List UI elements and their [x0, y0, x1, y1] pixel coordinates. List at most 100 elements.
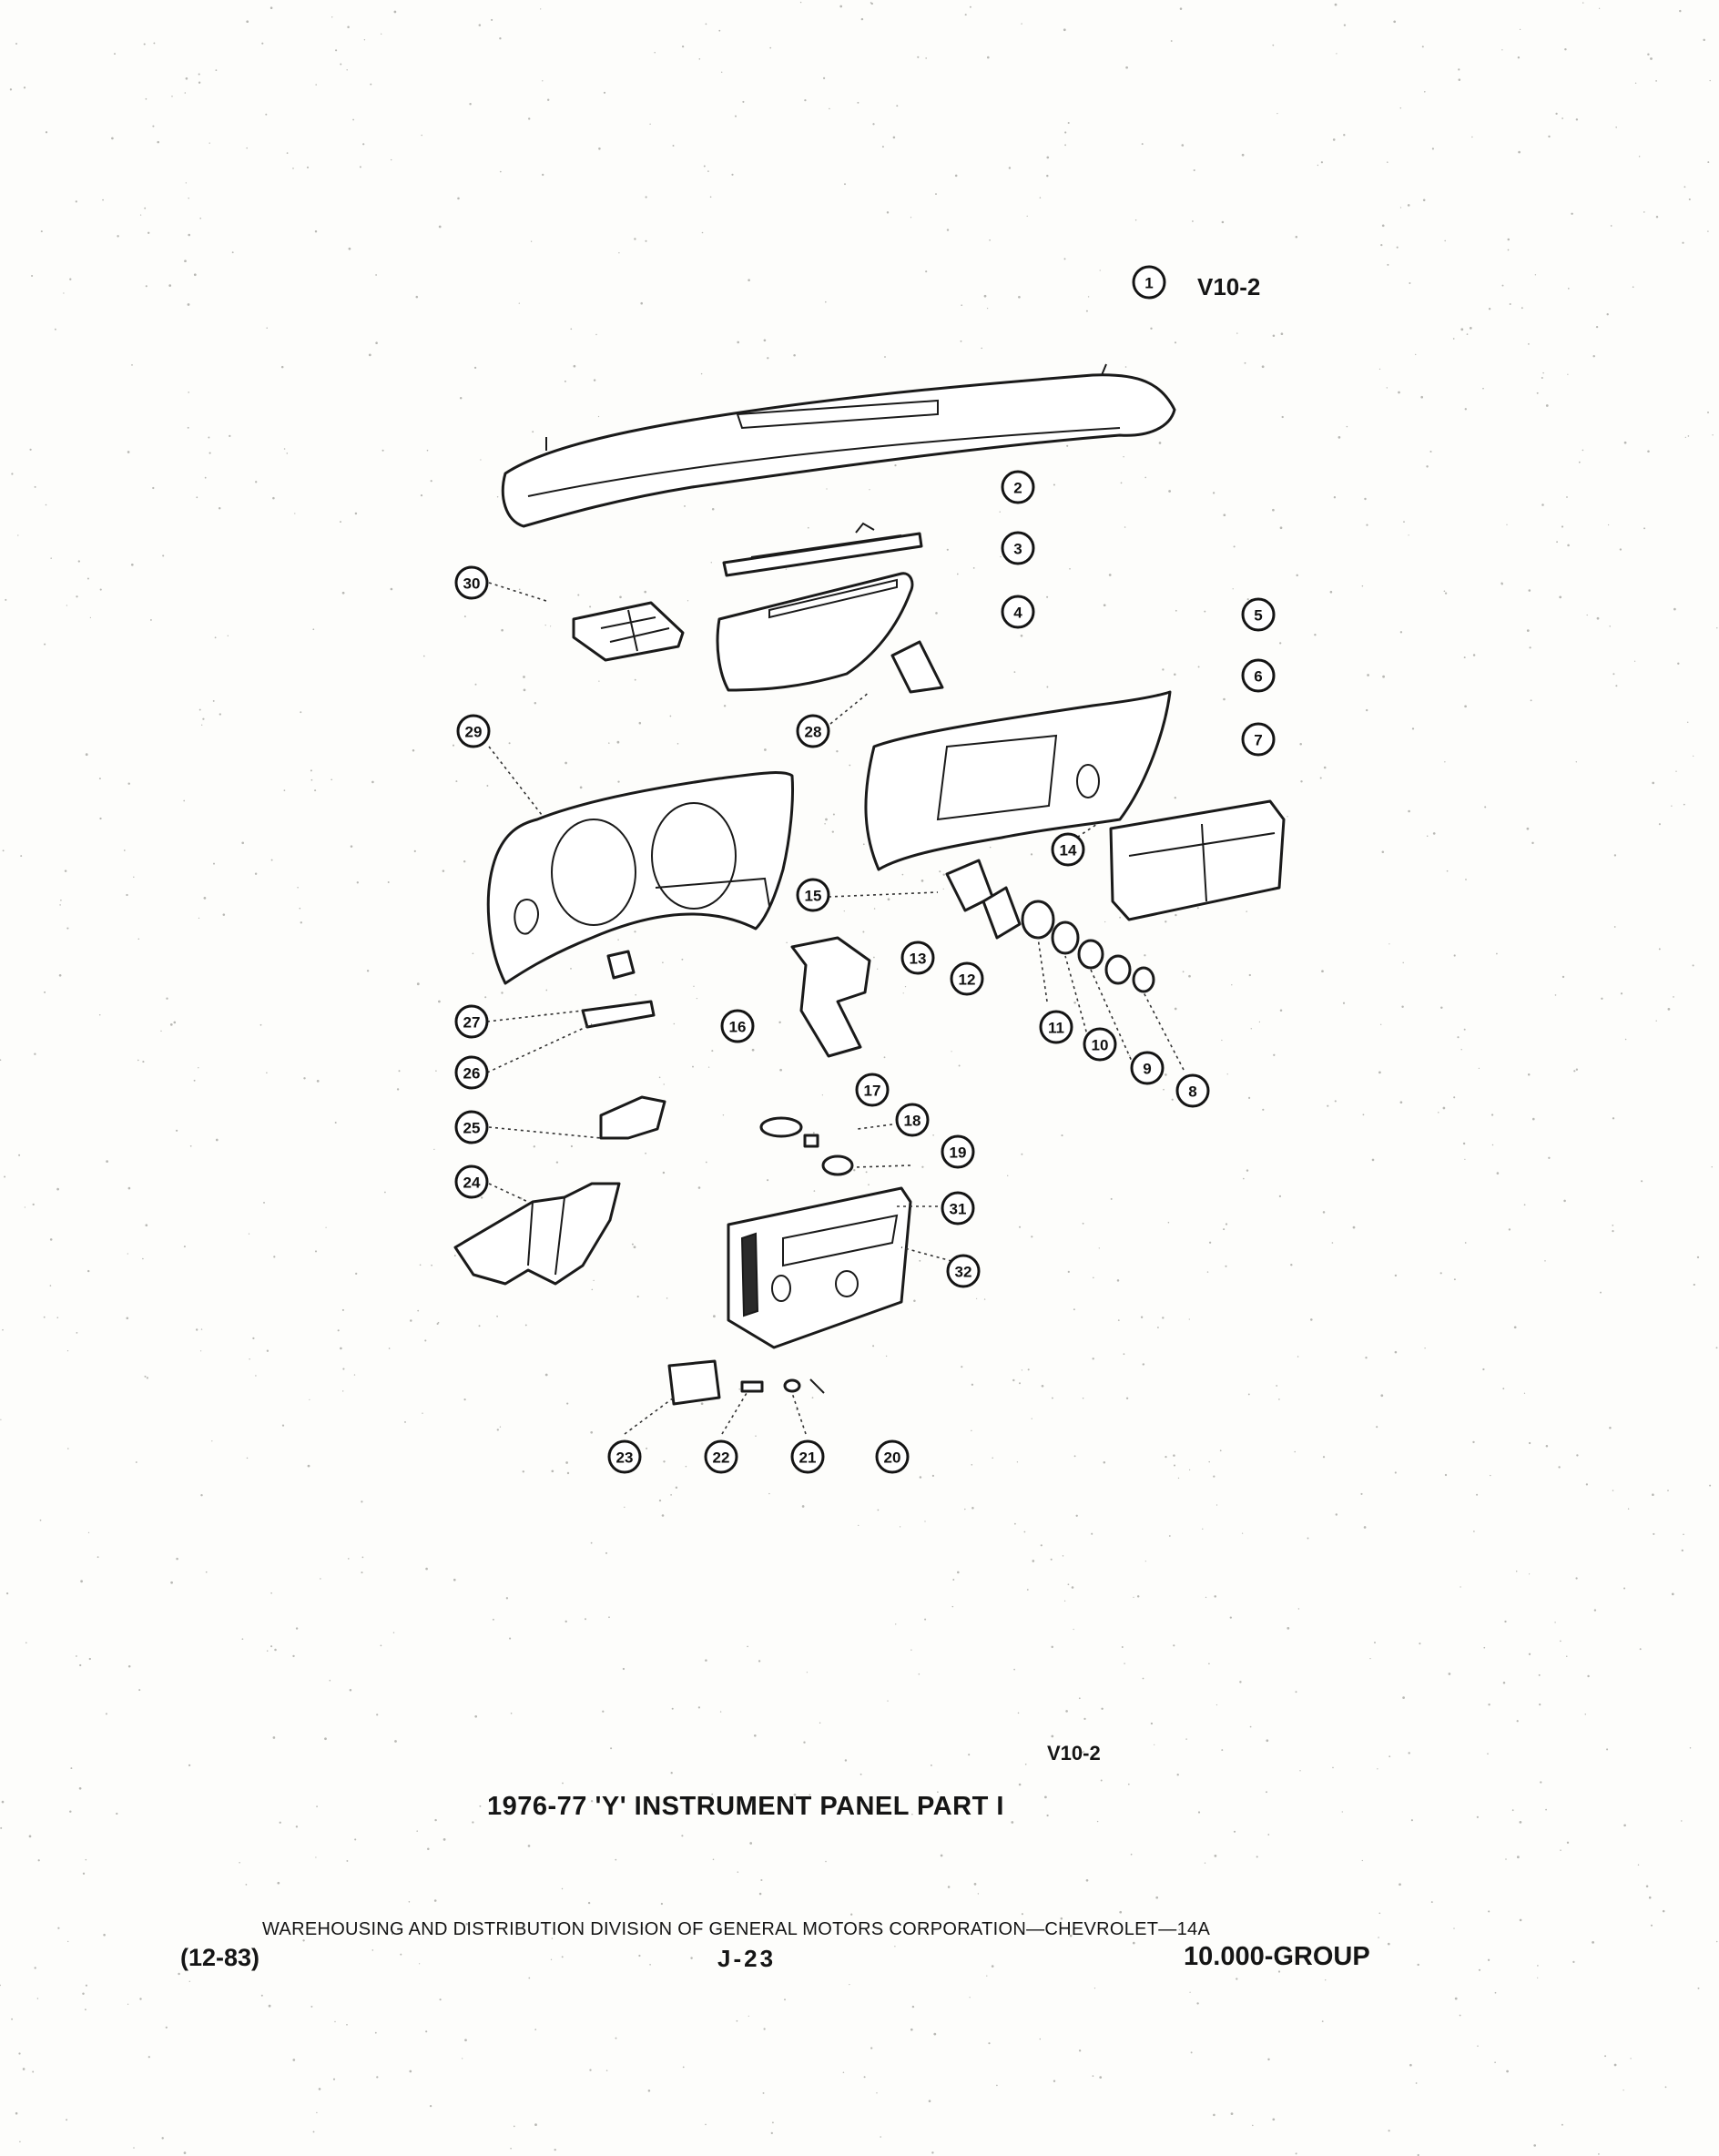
paper-speck — [887, 1700, 889, 1702]
paper-speck — [1267, 2058, 1270, 2061]
footer-date-code: (12-83) — [180, 1944, 260, 1971]
paper-speck — [1601, 997, 1603, 1000]
paper-speck — [1013, 1668, 1015, 1671]
paper-speck — [1453, 1927, 1455, 1929]
paper-speck — [1346, 425, 1348, 428]
paper-speck — [825, 300, 827, 303]
paper-speck — [1128, 1054, 1131, 1057]
paper-speck — [1064, 131, 1067, 134]
paper-speck — [1278, 1195, 1282, 1198]
paper-speck — [9, 88, 13, 91]
paper-speck — [1247, 1393, 1250, 1396]
paper-speck — [1208, 1241, 1212, 1244]
paper-speck — [508, 742, 511, 745]
paper-speck — [1039, 2038, 1042, 2040]
paper-speck — [523, 676, 525, 678]
paper-speck — [1369, 1657, 1371, 1660]
paper-speck — [1410, 1819, 1413, 1822]
paper-speck — [533, 1145, 535, 1148]
paper-speck — [1267, 1834, 1270, 1836]
paper-speck — [1711, 1166, 1713, 1168]
paper-speck — [1488, 1703, 1490, 1706]
paper-speck — [1021, 1153, 1023, 1155]
paper-speck — [44, 643, 46, 646]
paper-speck — [1667, 1008, 1671, 1011]
paper-speck — [1322, 1456, 1326, 1459]
footer-division-line: WAREHOUSING AND DISTRIBUTION DIVISION OF… — [262, 1919, 1211, 1939]
paper-speck — [1523, 1204, 1526, 1206]
paper-speck — [1527, 1073, 1531, 1076]
paper-speck — [913, 1299, 916, 1303]
paper-speck — [1297, 1608, 1300, 1610]
paper-speck — [58, 973, 62, 977]
paper-speck — [1679, 9, 1682, 13]
paper-speck — [472, 1821, 474, 1824]
paper-speck — [666, 1297, 668, 1299]
paper-speck — [1229, 1616, 1232, 1619]
paper-speck — [1246, 1169, 1249, 1172]
callout-2: 2 — [1001, 470, 1035, 504]
paper-speck — [703, 165, 706, 168]
paper-speck — [1439, 1272, 1442, 1275]
paper-speck — [292, 2059, 296, 2061]
paper-speck — [1019, 1382, 1021, 1385]
callout-15: 15 — [796, 878, 830, 912]
paper-speck — [270, 1645, 273, 1648]
paper-speck — [969, 1997, 971, 1998]
paper-speck — [453, 1578, 456, 1581]
paper-speck — [1011, 1821, 1014, 1824]
paper-speck — [1501, 284, 1504, 287]
paper-speck — [478, 24, 482, 26]
paper-speck — [178, 1972, 180, 1976]
paper-speck — [1039, 197, 1042, 198]
paper-speck — [1250, 1028, 1253, 1030]
paper-speck — [918, 1673, 921, 1675]
paper-speck — [697, 1706, 701, 1709]
paper-speck — [474, 683, 477, 686]
figure-reference-bottom: V10-2 — [1047, 1742, 1101, 1764]
paper-speck — [215, 69, 218, 72]
paper-speck — [76, 1332, 78, 1334]
paper-speck — [423, 655, 425, 657]
paper-speck — [1561, 2123, 1563, 2126]
paper-speck — [540, 8, 542, 10]
callout-label: 22 — [713, 1449, 730, 1467]
paper-speck — [374, 2031, 377, 2034]
paper-speck — [37, 1859, 40, 1862]
paper-speck — [139, 1998, 142, 2000]
paper-speck — [902, 992, 904, 994]
paper-speck — [1506, 524, 1508, 525]
paper-speck — [340, 63, 342, 66]
part-20-23-small-parts — [667, 1359, 825, 1406]
paper-speck — [1142, 1677, 1144, 1680]
callout-label: 11 — [1048, 1020, 1064, 1037]
part-24-reinforcement — [453, 1182, 621, 1286]
paper-speck — [302, 1939, 305, 1942]
paper-speck — [635, 993, 636, 996]
paper-speck — [79, 1663, 82, 1667]
paper-speck — [1430, 1901, 1433, 1904]
callout-circle — [941, 1134, 975, 1169]
paper-speck — [1487, 1753, 1489, 1754]
paper-speck — [1046, 174, 1049, 178]
callout-30: 30 — [454, 565, 489, 600]
paper-speck — [433, 1148, 435, 1151]
paper-speck — [1179, 7, 1183, 10]
paper-speck — [1682, 241, 1684, 244]
paper-speck — [573, 364, 576, 368]
paper-speck — [127, 2003, 129, 2005]
paper-speck — [720, 71, 723, 74]
paper-speck — [1026, 215, 1028, 218]
paper-speck — [1490, 1114, 1494, 1116]
paper-speck — [1294, 1450, 1296, 1453]
paper-speck — [189, 1144, 192, 1147]
paper-speck — [1387, 1942, 1390, 1946]
part-5-instrument-panel-right — [864, 690, 1172, 871]
paper-speck — [1158, 442, 1162, 444]
paper-speck — [1460, 328, 1464, 331]
paper-speck — [1600, 1291, 1602, 1294]
paper-speck — [1031, 1236, 1033, 1238]
paper-speck — [63, 292, 65, 294]
